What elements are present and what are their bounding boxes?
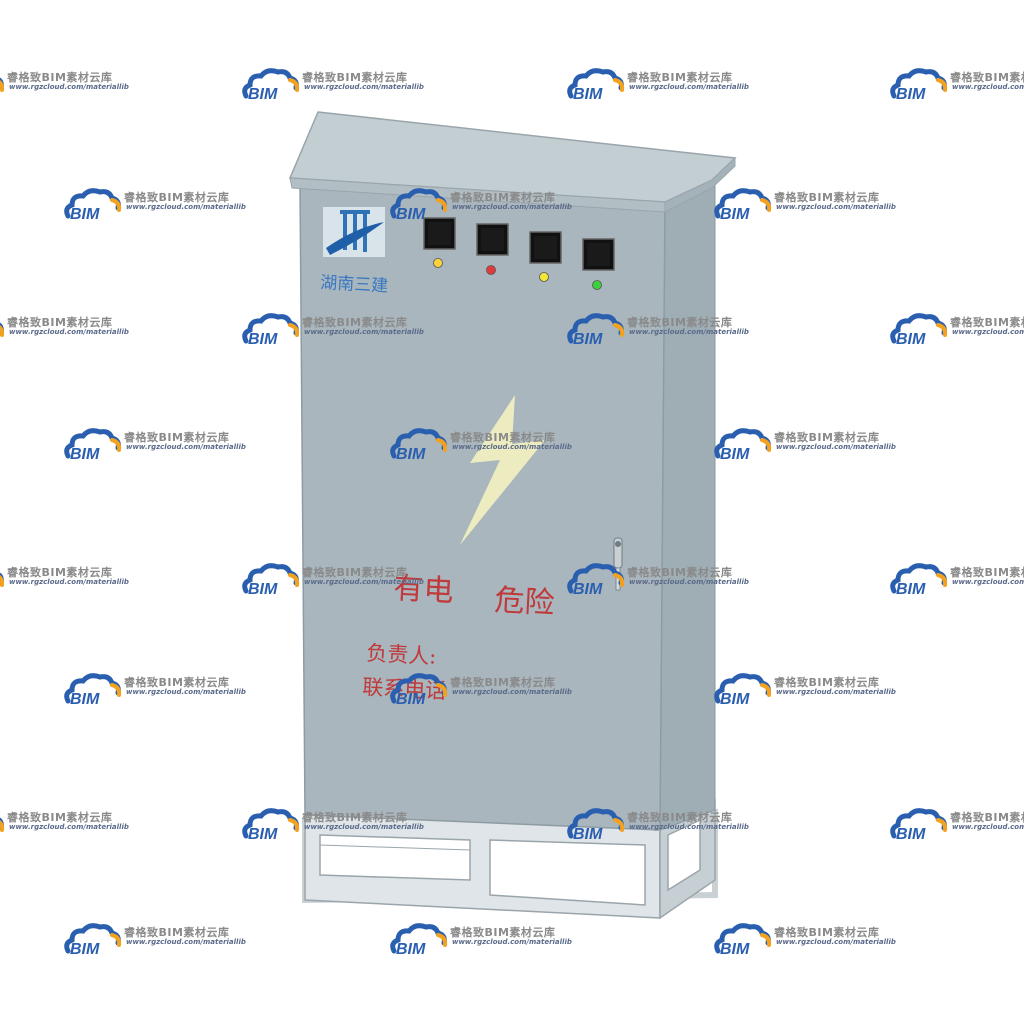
meter-panel: [423, 217, 615, 271]
cabinet-side-panel: [659, 179, 716, 831]
cabinet-roof: [288, 111, 737, 213]
company-name: 湖南三建: [320, 273, 389, 297]
meter-1: [423, 217, 456, 250]
indicator-light-3: [539, 272, 549, 282]
cabinet-base-frame-detail: [304, 798, 716, 920]
meter-3: [529, 231, 562, 264]
indicator-light-2: [486, 265, 496, 275]
warning-text-live: 有电: [393, 571, 455, 609]
indicator-light-4: [592, 280, 602, 290]
contact-phone-label: 联系电话: [362, 675, 447, 703]
indicator-light-1: [433, 258, 443, 268]
company-logo: [323, 207, 385, 257]
lightning-bolt-icon: [460, 395, 545, 545]
responsible-person-label: 负责人:: [366, 641, 437, 669]
meter-2: [476, 223, 509, 256]
meter-4: [582, 238, 615, 271]
warning-text-danger: 危险: [494, 583, 556, 621]
